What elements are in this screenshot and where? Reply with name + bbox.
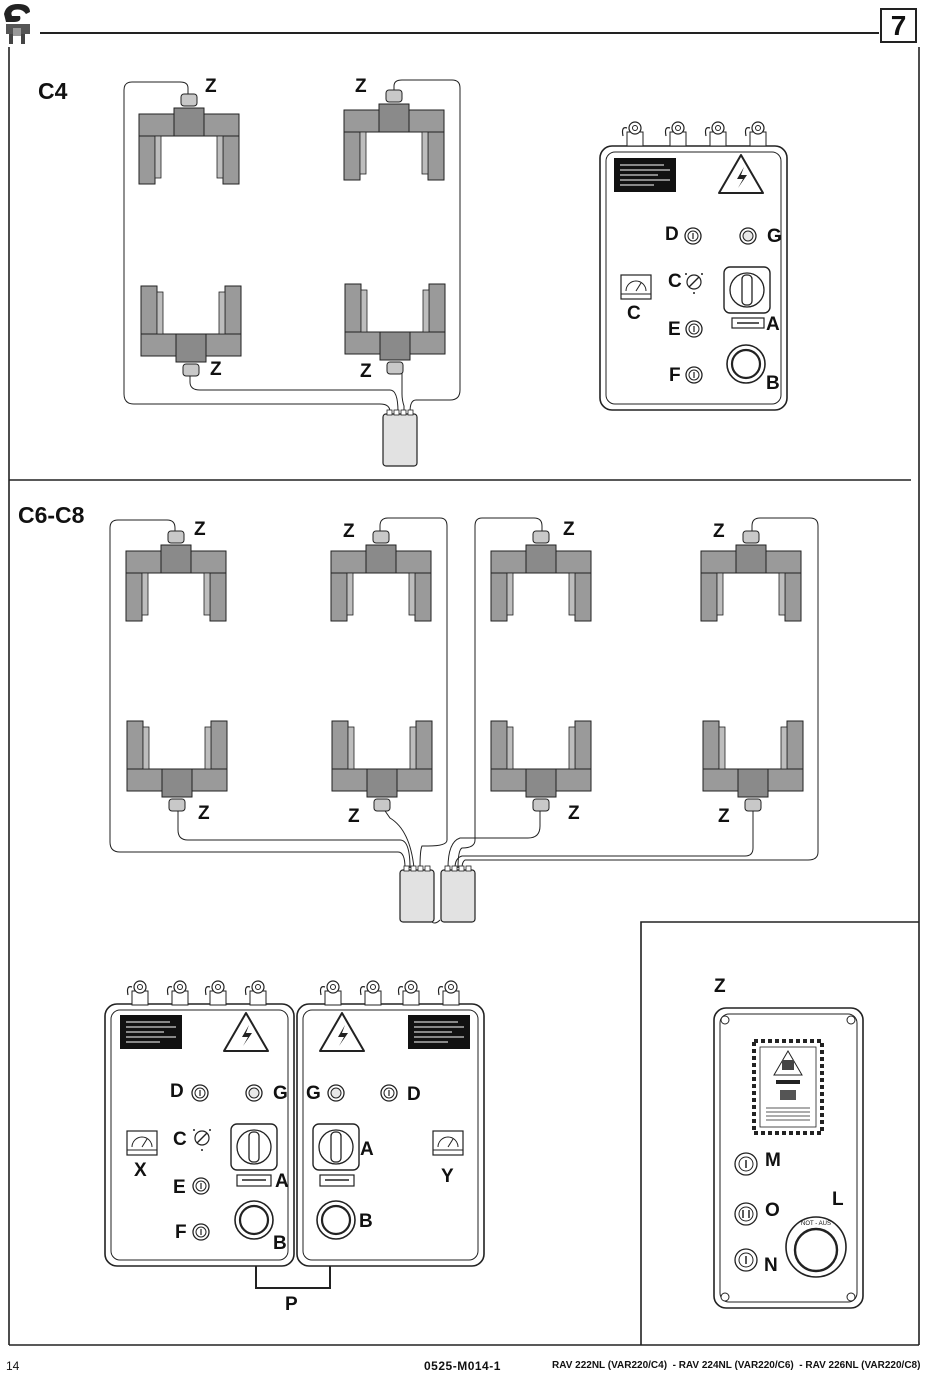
remote-title-z: Z	[714, 977, 726, 996]
gauge-x-icon	[127, 1131, 157, 1155]
c6c8-clamp-top-3	[491, 531, 591, 621]
label-plate-icon	[408, 1015, 470, 1049]
c6c8-junction-box-left	[400, 866, 434, 922]
left-panel-label-d: D	[170, 1082, 184, 1101]
c4-z-label-1: Z	[205, 77, 217, 96]
button-d-icon	[685, 228, 701, 244]
c4-junction-box	[383, 410, 417, 466]
left-panel-label-a: A	[275, 1172, 289, 1191]
c6c8-clamp-bottom-4	[703, 721, 803, 811]
c4-label-e: E	[668, 320, 681, 339]
remote-label-n: N	[764, 1256, 778, 1275]
c6c8-clamp-bottom-3	[491, 721, 591, 811]
c4-z-label-4: Z	[360, 362, 372, 381]
main-switch-a-icon	[724, 267, 770, 313]
lamp-g-icon	[246, 1085, 262, 1101]
button-o-icon	[735, 1203, 757, 1225]
lamp-g-icon	[328, 1085, 344, 1101]
c6c8-clamp-top-1	[126, 531, 226, 621]
label-plate-icon	[614, 158, 676, 192]
c6c8-junction-box-right	[441, 866, 475, 922]
footer-page-number: 14	[6, 1359, 19, 1373]
main-switch-a-icon	[231, 1124, 277, 1170]
label-plate-icon	[120, 1015, 182, 1049]
left-panel-label-g: G	[273, 1084, 288, 1103]
right-panel-label-b: B	[359, 1212, 373, 1231]
remote-pendant	[714, 1008, 863, 1308]
remote-label-m: M	[765, 1151, 781, 1170]
right-panel-label-y: Y	[441, 1167, 454, 1186]
c6c8-z-label-5: Z	[198, 804, 210, 823]
link-p-line	[256, 1266, 330, 1288]
c6c8-z-label-4: Z	[713, 522, 725, 541]
c4-label-a: A	[766, 315, 780, 334]
c4-label-g: G	[767, 227, 782, 246]
c6c8-clamp-top-4	[701, 531, 801, 621]
c6c8-control-panel-right	[297, 981, 484, 1266]
link-label-p: P	[285, 1295, 298, 1314]
c4-label-d: D	[665, 225, 679, 244]
c6c8-z-label-2: Z	[343, 522, 355, 541]
button-f-icon	[193, 1224, 209, 1240]
button-e-icon	[686, 321, 702, 337]
c4-label-c-selector: C	[668, 272, 682, 291]
safety-sticker-icon	[754, 1041, 822, 1133]
button-d-icon	[381, 1085, 397, 1101]
c4-label-b: B	[766, 374, 780, 393]
c4-z-label-3: Z	[210, 360, 222, 379]
remote-estop-text: NOT - AUS	[796, 1221, 836, 1227]
section-title-c4: C4	[38, 78, 67, 105]
remote-label-o: O	[765, 1201, 780, 1220]
button-m-icon	[735, 1153, 757, 1175]
section-title-c6c8: C6-C8	[18, 502, 84, 529]
c6c8-clamp-top-2	[331, 531, 431, 621]
logo-icon	[4, 4, 30, 44]
main-switch-a-icon	[313, 1124, 359, 1170]
c6c8-control-panel-left	[105, 981, 294, 1266]
c6c8-z-label-3: Z	[563, 520, 575, 539]
emergency-stop-b-icon	[317, 1201, 355, 1239]
left-panel-label-x: X	[134, 1161, 147, 1180]
c4-z-label-2: Z	[355, 77, 367, 96]
emergency-stop-b-icon	[235, 1201, 273, 1239]
left-panel-label-c: C	[173, 1130, 187, 1149]
button-e-icon	[193, 1178, 209, 1194]
c6c8-clamp-bottom-2	[332, 721, 432, 811]
c4-label-f: F	[669, 366, 681, 385]
right-panel-label-d: D	[407, 1085, 421, 1104]
footer-document-code: 0525-M014-1	[424, 1359, 501, 1373]
gauge-c-icon	[621, 275, 651, 299]
remote-label-l: L	[832, 1190, 844, 1209]
button-n-icon	[735, 1249, 757, 1271]
c6c8-z-label-8: Z	[718, 807, 730, 826]
button-d-icon	[192, 1085, 208, 1101]
c4-clamp-top-right	[344, 90, 444, 180]
footer-model-list: RAV 222NL (VAR220/C4) - RAV 224NL (VAR22…	[552, 1360, 920, 1371]
left-panel-label-f: F	[175, 1223, 187, 1242]
left-panel-label-b: B	[273, 1234, 287, 1253]
c6c8-z-label-7: Z	[568, 804, 580, 823]
c4-clamp-bottom-left	[141, 286, 241, 376]
lamp-g-icon	[740, 228, 756, 244]
c6c8-z-label-1: Z	[194, 520, 206, 539]
left-panel-label-e: E	[173, 1178, 186, 1197]
right-panel-label-g: G	[306, 1084, 321, 1103]
emergency-stop-b-icon	[727, 345, 765, 383]
gauge-y-icon	[433, 1131, 463, 1155]
button-f-icon	[686, 367, 702, 383]
c4-control-panel	[600, 122, 787, 410]
c6c8-clamp-bottom-1	[127, 721, 227, 811]
right-panel-label-a: A	[360, 1140, 374, 1159]
c4-clamp-top-left	[139, 94, 239, 184]
c4-label-c-gauge: C	[627, 304, 641, 323]
c6c8-z-label-6: Z	[348, 807, 360, 826]
page-number-box: 7	[880, 8, 917, 43]
